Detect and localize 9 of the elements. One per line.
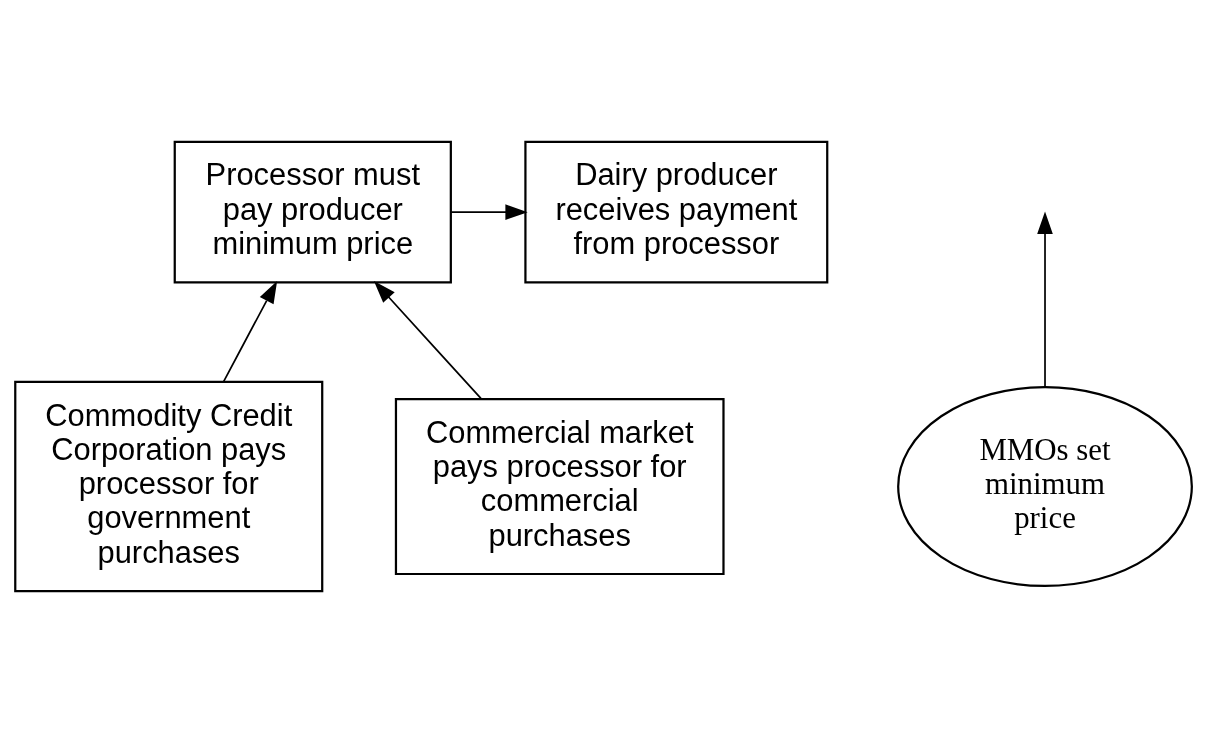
node-box: Commodity Credit Corporation pays processor for government purchases <box>14 380 324 592</box>
node-box: Processor must pay producer minimum price <box>173 140 452 284</box>
node-box: Commercial market pays processor for commercial purchases <box>394 397 725 575</box>
arrow <box>222 280 278 382</box>
node-ellipse: MMOs set minimum price <box>897 385 1193 587</box>
arrow <box>1037 211 1053 388</box>
node-box: Dairy producer receives payment from processor <box>524 140 829 284</box>
arrow <box>373 280 482 399</box>
arrow <box>450 203 528 220</box>
